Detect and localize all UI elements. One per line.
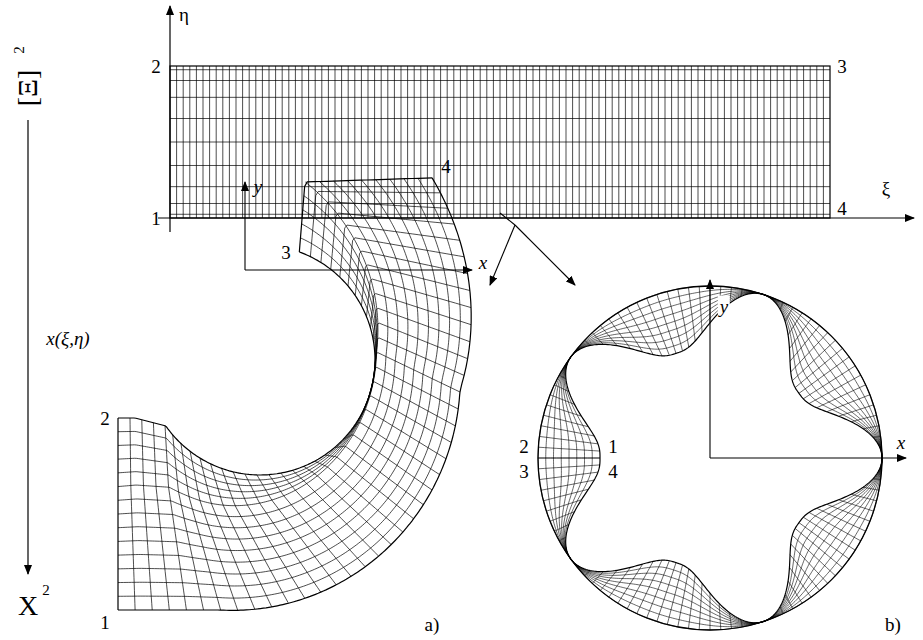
space-label: X bbox=[16, 591, 40, 621]
axis-label: y bbox=[252, 176, 264, 197]
grid-line bbox=[118, 252, 375, 475]
mapping-label: x(ξ,η) bbox=[44, 328, 91, 349]
corner-number: 3 bbox=[517, 461, 531, 482]
space-exponent: 2 bbox=[40, 582, 52, 599]
grid-line bbox=[170, 97, 830, 98]
grid-line bbox=[170, 165, 830, 166]
panel-label: a) bbox=[423, 614, 442, 635]
grid-line bbox=[200, 458, 255, 609]
corner-number: 3 bbox=[835, 56, 849, 77]
grid-line bbox=[118, 179, 450, 586]
space-label: [Ξ] bbox=[13, 68, 43, 109]
corner-number: 1 bbox=[149, 208, 163, 229]
grid-line bbox=[170, 69, 830, 70]
grid-line bbox=[375, 338, 464, 375]
axis-label: x bbox=[895, 432, 907, 453]
corner-number: 4 bbox=[439, 156, 453, 177]
corner-number: 2 bbox=[517, 436, 531, 457]
corner-number: 2 bbox=[98, 408, 112, 429]
grid-line bbox=[170, 118, 830, 119]
grid-line bbox=[310, 191, 440, 256]
grid-line bbox=[118, 178, 471, 610]
corner-number: 2 bbox=[149, 56, 163, 77]
grid-line bbox=[292, 470, 378, 556]
grid-line bbox=[170, 186, 830, 187]
grid-line bbox=[118, 182, 378, 506]
grid-line bbox=[348, 238, 464, 286]
corner-number: 1 bbox=[606, 436, 620, 457]
parametric-border bbox=[170, 66, 830, 218]
grid-line bbox=[374, 353, 460, 392]
grid-line bbox=[118, 180, 428, 562]
grid-line bbox=[142, 420, 152, 610]
corner-number: 1 bbox=[98, 612, 112, 633]
pointer-arrow bbox=[515, 225, 575, 285]
panel-label: b) bbox=[883, 614, 903, 635]
grid-line bbox=[170, 80, 830, 81]
xi-axis bbox=[158, 217, 914, 218]
grid-line bbox=[375, 323, 468, 359]
axis-label: x bbox=[477, 252, 489, 273]
grid-line bbox=[245, 474, 321, 592]
grid-line bbox=[118, 182, 388, 517]
x-axis bbox=[710, 457, 906, 458]
grid-line bbox=[118, 224, 376, 486]
mapping-arrow bbox=[27, 120, 28, 574]
grid-line bbox=[118, 178, 460, 598]
x-axis bbox=[245, 269, 472, 270]
mapped-grid-a bbox=[118, 178, 471, 610]
grid-line bbox=[118, 196, 377, 499]
grid-line bbox=[170, 203, 830, 204]
y-axis bbox=[244, 182, 245, 270]
grid-line bbox=[269, 475, 351, 577]
grid-line bbox=[170, 214, 830, 215]
axis-label: y bbox=[718, 296, 730, 317]
grid-line bbox=[118, 181, 408, 539]
axis-label: η bbox=[177, 4, 191, 25]
grid-line bbox=[118, 210, 377, 492]
grid-line bbox=[118, 238, 376, 480]
outer-circle bbox=[538, 286, 882, 630]
pointer-arrow bbox=[490, 225, 515, 285]
pointer-arrow bbox=[500, 213, 515, 225]
grid-line bbox=[351, 423, 440, 475]
grid-line bbox=[130, 418, 135, 610]
grid-line bbox=[170, 142, 830, 143]
corner-number: 4 bbox=[835, 198, 849, 219]
grid-line bbox=[118, 180, 418, 550]
corner-number: 4 bbox=[606, 461, 620, 482]
corner-number: 3 bbox=[279, 242, 293, 263]
grid-line bbox=[118, 179, 439, 574]
axis-label: ξ bbox=[880, 178, 892, 199]
parametric-grid bbox=[170, 66, 830, 218]
grid-line bbox=[361, 265, 469, 306]
grid-line bbox=[118, 181, 398, 528]
space-exponent: 2 bbox=[11, 44, 28, 56]
eta-axis bbox=[169, 6, 170, 232]
y-axis bbox=[709, 280, 710, 458]
